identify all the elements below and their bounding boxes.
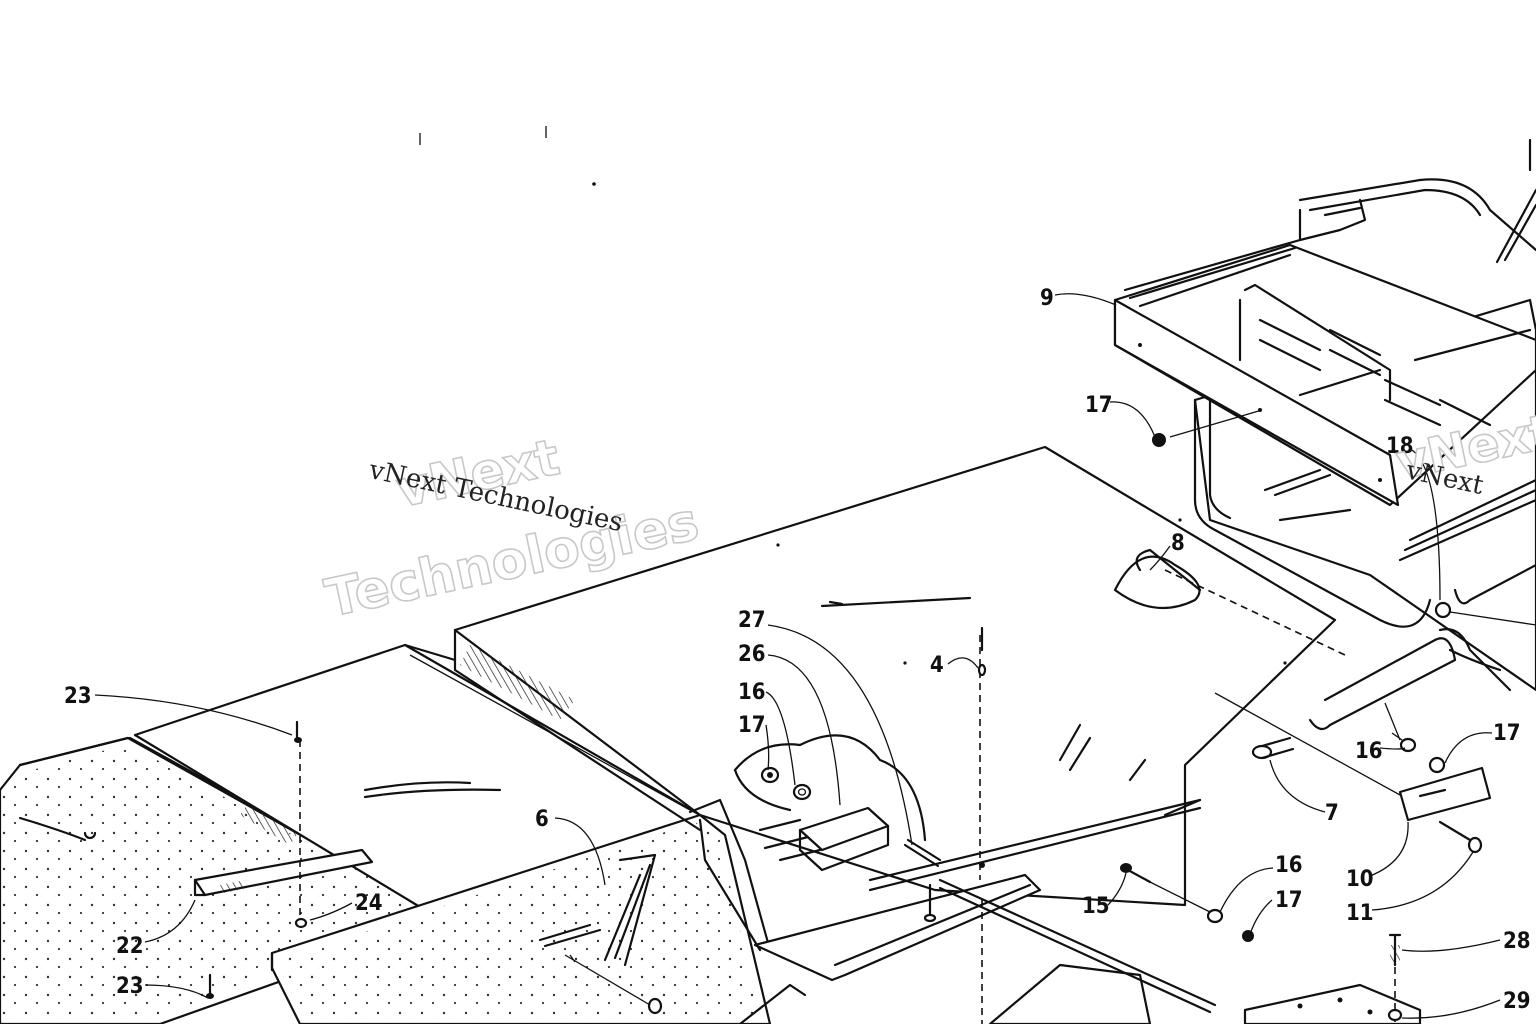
tube-7 [1251, 628, 1512, 760]
callout-27: 27 [738, 608, 766, 633]
strip-22 [193, 848, 374, 897]
callout-16-right: 16 [1355, 739, 1383, 764]
plate-29 [988, 963, 1422, 1024]
callout-16-hinge: 16 [738, 680, 766, 705]
callout-6: 6 [535, 807, 549, 832]
hinge-assembly [733, 734, 942, 872]
callout-10: 10 [1346, 867, 1374, 892]
callout-26: 26 [738, 642, 766, 667]
callout-24: 24 [355, 891, 383, 916]
callout-16-lower: 16 [1275, 853, 1303, 878]
callout-23-top: 23 [64, 684, 92, 709]
specks [419, 126, 596, 186]
callout-15: 15 [1082, 894, 1110, 919]
callout-labels: 23 22 23 24 6 27 26 16 17 4 9 17 8 18 16… [64, 286, 1531, 1014]
callout-17-right: 17 [1493, 721, 1521, 746]
callout-7: 7 [1325, 801, 1339, 826]
callout-22: 22 [116, 934, 144, 959]
callout-4: 4 [930, 653, 944, 678]
callout-8: 8 [1171, 531, 1185, 556]
callout-17-seat: 17 [1085, 393, 1113, 418]
callout-29: 29 [1503, 989, 1531, 1014]
callout-9: 9 [1040, 286, 1054, 311]
callout-18: 18 [1386, 434, 1414, 459]
callout-17-lower: 17 [1275, 888, 1303, 913]
leader-lines [94, 293, 1501, 1019]
callout-11: 11 [1346, 901, 1374, 926]
callout-17-hinge: 17 [738, 713, 766, 738]
floor-panel-main [453, 445, 1337, 907]
callout-23-bottom: 23 [116, 974, 144, 999]
callout-28: 28 [1503, 929, 1531, 954]
seat-frame [1113, 138, 1536, 692]
hardware [206, 409, 1536, 1024]
bracket-10 [1398, 766, 1492, 822]
